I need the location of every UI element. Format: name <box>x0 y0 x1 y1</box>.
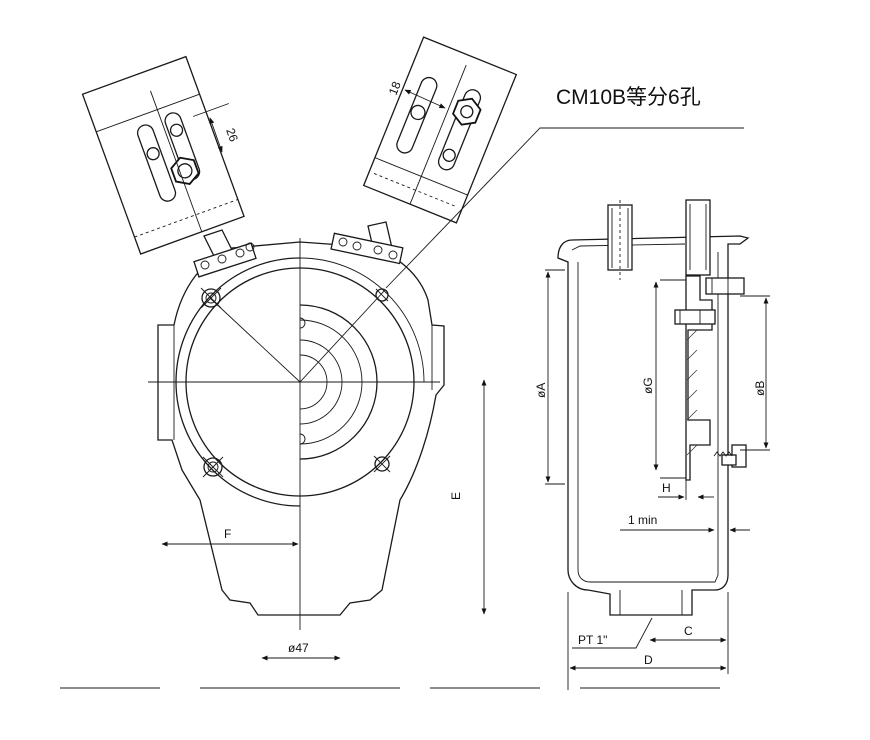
dim-phiB-label: øB <box>753 381 767 396</box>
side-view: øA øG øB H 1 min PT 1" C D <box>534 199 770 690</box>
dim-D-label: D <box>644 653 653 667</box>
pt-thread-label: PT 1" <box>578 633 607 647</box>
side-screws <box>674 277 747 468</box>
left-terminal <box>193 229 257 278</box>
dim-E-label: E <box>449 492 463 500</box>
right-brush-bracket <box>362 36 518 224</box>
dim-F-label: F <box>224 527 231 541</box>
dim-18-label: 18 <box>386 79 404 97</box>
bolt-hole-upper-left <box>200 287 222 309</box>
dim-H-label: H <box>662 481 671 495</box>
pt-leader <box>572 617 653 649</box>
side-top-bolt <box>607 199 711 280</box>
dim-1min-label: 1 min <box>628 513 657 527</box>
bolt-hole-right-lower <box>373 455 391 473</box>
dim-C-label: C <box>684 624 693 638</box>
callout-leader <box>385 127 744 289</box>
dim-phiA-label: øA <box>534 383 548 398</box>
right-terminal <box>330 221 404 265</box>
callout-text: CM10B等分6孔 <box>556 86 701 109</box>
spring <box>713 451 733 457</box>
dim-26-label: 26 <box>223 126 241 144</box>
front-view: 26 18 CM10B等分6孔 F E ø47 <box>60 36 744 689</box>
dim-phi47-label: ø47 <box>288 641 309 655</box>
side-housing-outline <box>557 235 750 616</box>
bolt-hole-lower-left <box>202 456 224 478</box>
rotor-profile <box>685 275 713 481</box>
bolt-hole-right-upper <box>375 288 389 302</box>
rotor-hatch <box>686 329 698 456</box>
housing-outline <box>157 241 445 616</box>
left-brush-bracket <box>81 55 245 255</box>
dim-phiG-label: øG <box>641 377 655 394</box>
